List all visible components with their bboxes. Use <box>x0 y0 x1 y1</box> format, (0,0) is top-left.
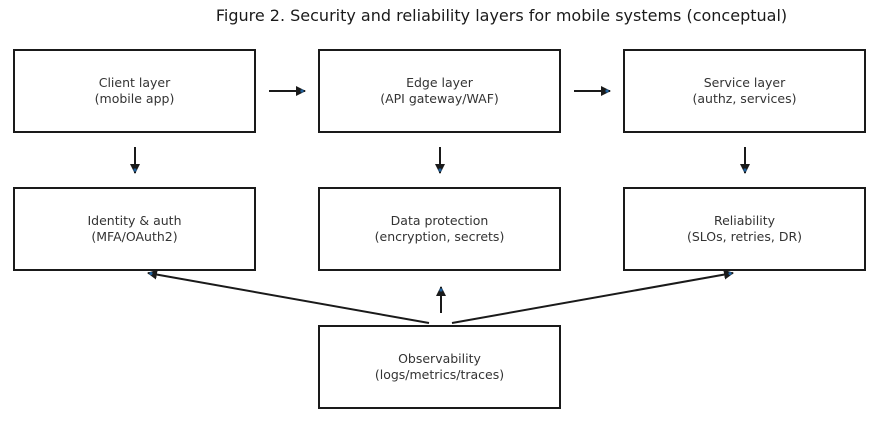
box-subtitle: (logs/metrics/traces) <box>374 367 505 382</box>
box-client-layer: Client layer (mobile app) <box>13 49 256 133</box>
box-edge-layer: Edge layer (API gateway/WAF) <box>318 49 561 133</box>
figure-title: Figure 2. Security and reliability layer… <box>215 6 788 25</box>
box-title: Client layer <box>98 75 171 90</box>
box-subtitle: (SLOs, retries, DR) <box>686 229 803 244</box>
box-data-protection: Data protection (encryption, secrets) <box>318 187 561 271</box>
box-service-layer: Service layer (authz, services) <box>623 49 866 133</box>
arrow-observability-to-reliability <box>451 269 734 324</box>
box-identity-auth: Identity & auth (MFA/OAuth2) <box>13 187 256 271</box>
box-subtitle: (authz, services) <box>692 91 797 106</box>
box-title: Reliability <box>713 213 776 228</box>
box-subtitle: (MFA/OAuth2) <box>91 229 178 244</box>
box-reliability: Reliability (SLOs, retries, DR) <box>623 187 866 271</box>
box-title: Edge layer <box>406 75 473 90</box>
box-subtitle: (encryption, secrets) <box>374 229 505 244</box>
box-subtitle: (API gateway/WAF) <box>380 91 499 106</box>
box-title: Service layer <box>703 75 786 90</box>
box-title: Data protection <box>390 213 489 228</box>
box-subtitle: (mobile app) <box>94 91 175 106</box>
arrow-observability-to-identity <box>147 269 430 324</box>
box-title: Observability <box>398 351 481 366</box>
box-observability: Observability (logs/metrics/traces) <box>318 325 561 409</box>
box-title: Identity & auth <box>87 213 182 228</box>
